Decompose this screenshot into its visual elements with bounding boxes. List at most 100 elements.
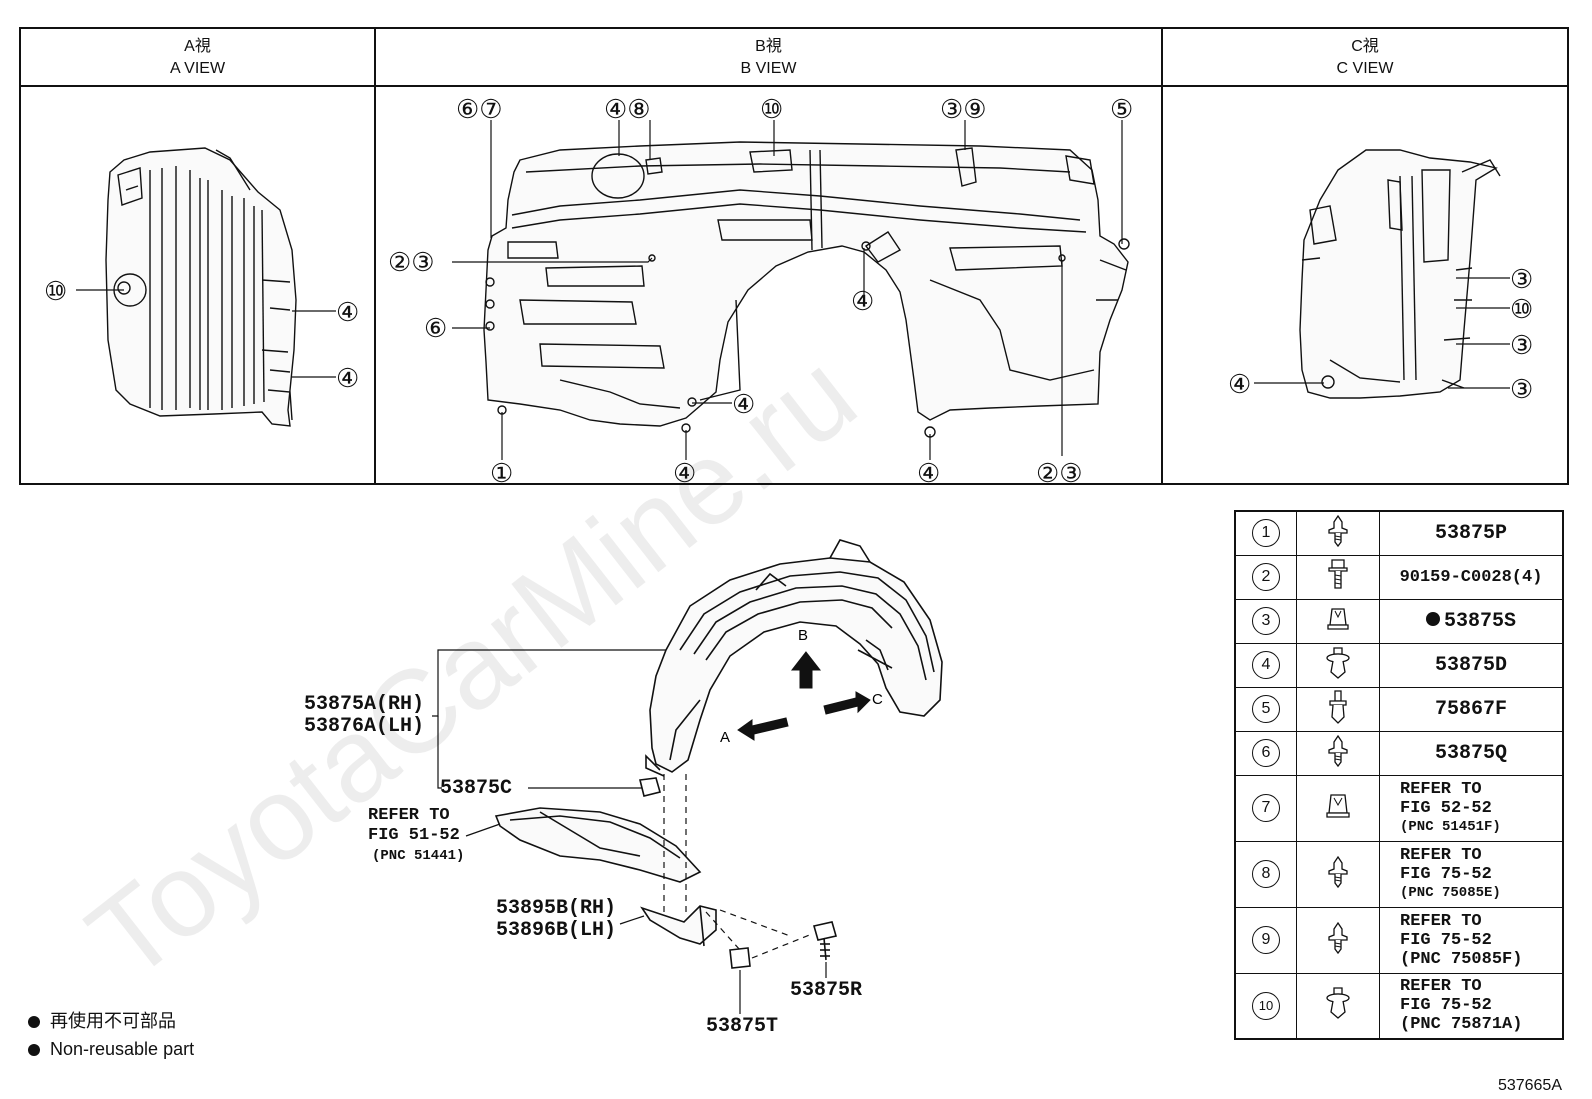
screw-clip-icon (1328, 734, 1348, 767)
label-nut-t: 53875T (706, 1015, 779, 1038)
header-b-en: B VIEW (740, 60, 797, 77)
row-number: 2 (1252, 563, 1280, 591)
b-view-liner-drawing (483, 141, 1130, 438)
callout-c-3-top: ③ (1510, 264, 1533, 294)
callout-c-4: ④ (1228, 369, 1251, 399)
non-reusable-dot-icon (28, 1016, 40, 1028)
table-row: 6 53875Q (1234, 730, 1564, 776)
callout-b-4-mid2: ④ (732, 389, 755, 419)
table-row: 8 REFER TO FIG 75-52 (PNC 75085E) (1234, 840, 1564, 908)
header-c-view: C視 C VIEW (1162, 36, 1568, 80)
header-c-en: C VIEW (1336, 60, 1394, 77)
arrow-b-label: B (798, 627, 808, 644)
callout-b-3-9: ③⑨ (940, 94, 987, 124)
refer-pnc: (PNC 75085E) (1400, 884, 1501, 901)
label-liner-rh: 53875A(RH) (304, 693, 425, 716)
parts-table: 1 53875P 2 90159-C0028(4) 3 53875S 4 538… (1234, 510, 1564, 1040)
refer-fig: FIG 75-52 (1400, 864, 1492, 884)
screw-clip-icon (1328, 921, 1348, 954)
table-row: 4 53875D (1234, 642, 1564, 688)
row-number: 3 (1252, 607, 1280, 635)
refer-pnc: (PNC 75871A) (1400, 1015, 1523, 1035)
header-a-view: A視 A VIEW (20, 36, 375, 80)
callout-b-4-mid: ④ (851, 286, 874, 316)
row-number: 8 (1252, 860, 1280, 888)
pin-clip-icon (1329, 689, 1347, 724)
row-number: 7 (1252, 794, 1280, 822)
refer-fig: FIG 75-52 (1400, 996, 1492, 1016)
arrow-c-label: C (872, 691, 883, 708)
callout-b-2-3-bottom: ②③ (1036, 458, 1083, 488)
callout-b-2-3-left: ②③ (388, 247, 435, 277)
callout-b-4-bottom: ④ (673, 458, 696, 488)
refer-line: REFER TO (1400, 977, 1482, 997)
nut-clip-icon (1327, 607, 1349, 630)
callout-a-10: ⑩ (44, 276, 67, 306)
label-bracket-rh: 53895B(RH) (496, 897, 617, 920)
callout-b-5: ⑤ (1110, 94, 1133, 124)
row-number: 10 (1252, 991, 1280, 1020)
table-row: 7 REFER TO FIG 52-52 (PNC 51451F) (1234, 774, 1564, 842)
legend-jp: 再使用不可部品 (28, 1008, 176, 1034)
callout-b-1: ① (490, 458, 513, 488)
nut-clip-icon (1326, 793, 1350, 818)
label-refer-2: FIG 51-52 (368, 826, 460, 845)
header-b-jp: B視 (755, 38, 782, 55)
callout-b-6-7: ⑥⑦ (456, 94, 503, 124)
main-leader-lines (432, 649, 827, 1014)
part-number-non-reusable: 53875S (1379, 598, 1564, 644)
direction-arrows (737, 651, 871, 741)
push-clip-icon (1326, 987, 1350, 1020)
row-number: 9 (1252, 926, 1280, 954)
header-a-en: A VIEW (169, 60, 226, 77)
callout-b-10: ⑩ (760, 94, 783, 124)
label-bolt-r: 53875R (790, 979, 863, 1002)
callout-b-6-left: ⑥ (424, 313, 447, 343)
label-refer-1: REFER TO (368, 806, 450, 825)
refer-line: REFER TO (1400, 779, 1482, 799)
table-row: 10 REFER TO FIG 75-52 (PNC 75871A) (1234, 972, 1564, 1040)
callout-a-4-lower: ④ (336, 363, 359, 393)
header-a-jp: A視 (184, 38, 211, 55)
push-clip-icon (1326, 646, 1350, 679)
table-row: 5 75867F (1234, 686, 1564, 732)
label-refer-3: (PNC 51441) (372, 848, 465, 864)
arrow-a-icon (737, 717, 789, 741)
row-number: 4 (1252, 651, 1280, 679)
a-view-liner-drawing (105, 147, 297, 427)
legend-en-text: Non-reusable part (50, 1039, 195, 1059)
callouts: ⑩ ④ ④ ⑥⑦ ④⑧ ⑩ ③⑨ ⑤ ②③ ⑥ ④ ④ ① ④ ④ ②③ ③ ⑩… (44, 94, 1533, 488)
part-number: 75867F (1379, 686, 1564, 732)
non-reusable-dot-icon (1425, 611, 1440, 626)
label-liner-lh: 53876A(LH) (304, 715, 425, 738)
refer-fig: FIG 52-52 (1400, 798, 1492, 818)
c-view-liner-drawing (1299, 149, 1501, 399)
label-bracket-lh: 53896B(LH) (496, 919, 617, 942)
refer-line: REFER TO (1400, 845, 1482, 865)
header-b-view: B視 B VIEW (375, 36, 1162, 80)
part-number: 53875Q (1379, 730, 1564, 776)
refer-line: REFER TO (1400, 911, 1482, 931)
callout-c-10: ⑩ (1510, 294, 1533, 324)
assembly-dashed-lines (663, 774, 813, 959)
label-clip-c: 53875C (440, 777, 513, 800)
callout-a-4-upper: ④ (336, 297, 359, 327)
figure-code: 537665A (1497, 1077, 1562, 1094)
arrow-b-icon (790, 651, 822, 689)
arrow-a-label: A (720, 729, 730, 746)
watermark: ToyotaCarMine.ru (65, 328, 880, 1005)
screw-clip-icon (1328, 514, 1348, 547)
fender-liner-drawing (494, 539, 943, 969)
header-c-jp: C視 (1351, 38, 1379, 55)
legend-en: Non-reusable part (28, 1036, 194, 1062)
table-row: 2 90159-C0028(4) (1234, 554, 1564, 600)
callout-c-3-mid: ③ (1510, 330, 1533, 360)
part-number: 53875P (1379, 510, 1564, 556)
refer-pnc: (PNC 75085F) (1400, 949, 1523, 969)
arrow-c-icon (823, 691, 871, 715)
part-number: 53875S (1443, 609, 1516, 633)
row-number: 5 (1252, 695, 1280, 723)
refer-pnc: (PNC 51451F) (1400, 818, 1501, 835)
